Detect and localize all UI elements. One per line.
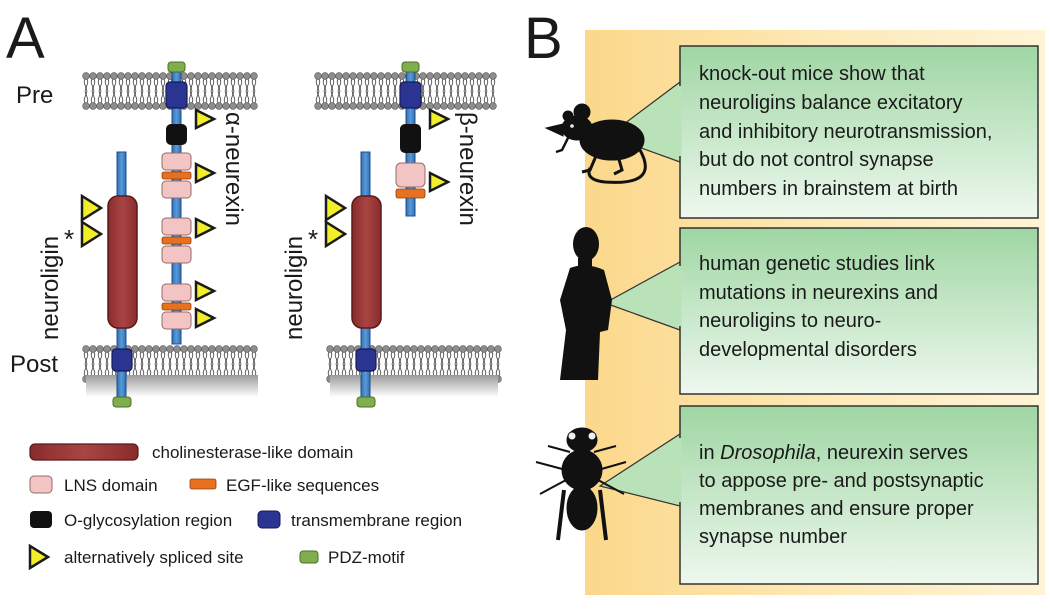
neuroligin-right: [351, 151, 382, 408]
legend-swatch-oglyco: [30, 511, 52, 528]
legend-label-pdz: PDZ-motif: [328, 548, 405, 567]
legend-swatch-transmembrane: [257, 510, 281, 529]
human-finding-line-1: human genetic studies link: [699, 253, 936, 275]
neuroligin-left: [107, 151, 138, 408]
legend-swatch-pdz: [299, 550, 319, 564]
fly-finding-line-4: synapse number: [699, 526, 847, 548]
neuroligin-right-spliced-sites: [324, 193, 348, 249]
legend-label-egf: EGF-like sequences: [226, 476, 379, 495]
human-finding-line-2: mutations in neurexins and: [699, 282, 938, 304]
mouse-finding-callout: knock-out mice show that neuroligins bal…: [606, 45, 1039, 219]
neuroligin-left-star: *: [64, 224, 74, 254]
legend-swatch-egf: [189, 478, 217, 490]
legend: cholinesterase-like domain LNS domain EG…: [28, 443, 462, 571]
mouse-finding-line-5: numbers in brainstem at birth: [699, 178, 958, 200]
fly-finding-line-1: in Drosophila, neurexin serves: [699, 442, 968, 464]
pre-label: Pre: [16, 82, 53, 109]
human-finding-callout: human genetic studies link mutations in …: [603, 227, 1039, 395]
alpha-neurexin-label: α-neurexin: [220, 112, 247, 226]
legend-label-transmembrane: transmembrane region: [291, 511, 462, 530]
postsynaptic-shade-right: [330, 375, 498, 397]
post-label: Post: [10, 351, 58, 378]
legend-label-lns: LNS domain: [64, 476, 158, 495]
legend-swatch-cholinesterase: [29, 443, 139, 461]
alpha-neurexin-spliced-sites: [194, 107, 217, 330]
panel-label-b: B: [524, 6, 563, 71]
legend-swatch-lns: [29, 475, 53, 494]
beta-neurexin-label: β-neurexin: [454, 112, 481, 226]
fly-silhouette: [535, 427, 627, 541]
neuroligin-left-spliced-sites: [80, 193, 104, 249]
legend-label-spliced: alternatively spliced site: [64, 548, 244, 567]
mouse-finding-line-4: but do not control synapse: [699, 149, 934, 171]
legend-swatch-spliced: [28, 543, 51, 571]
human-finding-line-4: developmental disorders: [699, 339, 917, 361]
postsynaptic-shade-left: [86, 375, 258, 397]
mouse-finding-line-1: knock-out mice show that: [699, 63, 925, 85]
human-silhouette: [560, 227, 612, 380]
legend-label-oglyco: O-glycosylation region: [64, 511, 232, 530]
beta-neurexin: [395, 61, 426, 217]
beta-neurexin-spliced-sites: [428, 107, 451, 194]
fly-finding-line-2: to appose pre- and postsynaptic: [699, 470, 984, 492]
neuroligin-left-label: neuroligin: [37, 236, 64, 340]
mouse-silhouette: [544, 103, 647, 184]
fly-finding-line-3: membranes and ensure proper: [699, 498, 974, 520]
neuroligin-right-star: *: [308, 224, 318, 254]
human-finding-line-3: neuroligins to neuro-: [699, 310, 881, 332]
fly-finding-callout: in Drosophila, neurexin serves to appose…: [598, 405, 1039, 585]
panel-label-a: A: [6, 6, 45, 71]
mouse-finding-line-3: and inhibitory neurotransmission,: [699, 121, 993, 143]
mouse-finding-line-2: neuroligins balance excitatory: [699, 92, 963, 114]
alpha-neurexin: [161, 61, 192, 345]
neuroligin-right-label: neuroligin: [281, 236, 308, 340]
legend-label-cholinesterase: cholinesterase-like domain: [152, 443, 353, 462]
